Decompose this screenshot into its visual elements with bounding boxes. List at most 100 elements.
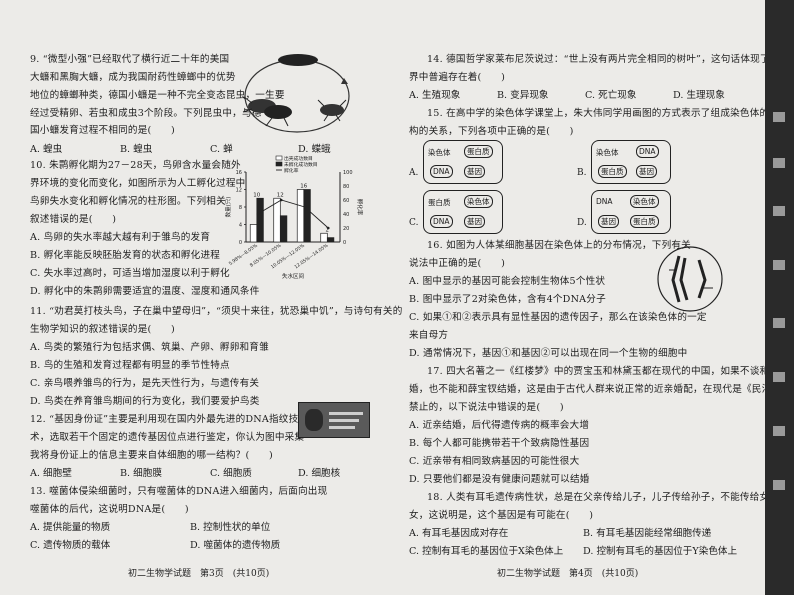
q10-line-3: 鸟卵失水变化和孵化情况的柱形图。下列相关 (30, 196, 226, 207)
q16-option-c: C. 如果①和②表示具有显性基因的遗传因子，那么在该染色体的一定 (409, 312, 707, 323)
q15-diagram-a: 染色体 蛋白质 DNA 基因 (423, 140, 503, 184)
line-point (303, 205, 307, 209)
q10-option-b: B. 孵化率能反映胚胎发育的状态和孵化进程 (30, 250, 221, 261)
q15-option-b-tag: B. (577, 168, 587, 178)
q11-line-1: 11. “劝君莫打枝头鸟，子在巢中望母归”，“须臾十来往，犹恐巢中饥”，与诗句有… (30, 306, 403, 317)
line-point (279, 198, 283, 202)
q15-d-item-3: 蛋白质 (630, 215, 659, 228)
y-axis-label: 数量(只) (224, 197, 232, 218)
q15-c-item-1: 染色体 (464, 195, 493, 208)
q12-option-c: C. 细胞质 (210, 468, 252, 479)
binding-mark (773, 206, 785, 216)
q18-line-2: 女，这说明是，这个基因是有可能在( ) (409, 510, 594, 521)
q15-a-outer-label: 染色体 (428, 148, 451, 157)
q9-line-1: 9. “微型小强”已经取代了横行近二十年的美国 (30, 54, 230, 65)
q17-line-1: 17. 四大名著之一《红楼梦》中的贾宝玉和林黛玉都在现代的中国，如果不谈和林黛玉… (427, 366, 794, 377)
q15-b-item-1: DNA (636, 145, 659, 158)
line-series (257, 199, 329, 229)
q15-diagram-d: DNA 染色体 基因 蛋白质 (591, 190, 671, 234)
y-tick-label: 8 (239, 205, 242, 211)
bar (303, 189, 311, 243)
q13-option-b: B. 控制性状的单位 (190, 522, 271, 533)
q15-line-1: 15. 在高中学的染色体学课堂上，朱大伟同学用画图的方式表示了组成染色体的各结 (427, 108, 789, 119)
q11-option-c: C. 亲鸟喂养雏鸟的行为，是先天性行为，与遗传有关 (30, 378, 260, 389)
q11-option-d: D. 鸟类在养育雏鸟期间的行为变化，我们要爱护鸟类 (30, 396, 260, 407)
binding-strip (765, 0, 794, 595)
q15-option-c-tag: C. (409, 218, 419, 228)
bar (249, 224, 258, 243)
q10-option-d: D. 孵化中的朱鹮卵需要适宜的温度、湿度和通风条件 (30, 286, 260, 297)
x-axis-label: 失水区间 (282, 272, 304, 280)
q18-option-b: B. 有耳毛基因能经常细胞传递 (583, 528, 712, 539)
q9-option-b: B. 蝗虫 (120, 144, 153, 155)
binding-mark (773, 372, 785, 382)
q12-line-2: 术，选取若干个固定的遗传基因位点进行鉴定，你认为图中采集 (30, 432, 305, 443)
left-page: 9. “微型小强”已经取代了横行近二十年的美国 大蠊和黑胸大蠊，成为我国耐药性蟑… (30, 54, 402, 579)
binding-mark (773, 426, 785, 436)
q17-option-a: A. 近亲结婚，后代得遗传病的概率会大增 (409, 420, 590, 431)
y2-tick-label: 100 (343, 170, 353, 176)
q16-option-d: D. 通常情况下，基因①和基因②可以出现在同一个生物的细胞中 (409, 348, 688, 359)
q15-d-item-1: 染色体 (630, 195, 659, 208)
q13-option-d: D. 噬菌体的遗传物质 (190, 540, 281, 551)
q14-line-2: 界中普遍存在着( ) (409, 72, 506, 83)
y2-axis-label: 孵化率 (356, 199, 364, 216)
q16-line-1: 16. 如图为人体某细胞基因在染色体上的分布情况，下列有关 (427, 240, 691, 251)
bar (326, 237, 335, 243)
q15-b-outer-label: 染色体 (596, 148, 619, 157)
data-label: 12 (277, 192, 284, 198)
bar (279, 215, 288, 243)
q15-line-2: 构的关系，下列各项中正确的是( ) (409, 126, 574, 137)
bar (320, 232, 328, 243)
q9-option-c: C. 蝉 (210, 144, 233, 155)
q16-chromosome-figure (657, 246, 723, 312)
binding-mark (773, 158, 785, 168)
right-page-footer: 初二生物学试题 第4页 (共10页) (497, 569, 639, 579)
y2-tick-label: 20 (343, 226, 349, 232)
q12-option-b: B. 细胞膜 (120, 468, 162, 479)
q15-d-item-2: 基因 (598, 215, 619, 228)
bar (273, 197, 281, 243)
q17-option-d: D. 只要他们都是没有健康问题就可以结婚 (409, 474, 590, 485)
y-tick-label: 0 (239, 240, 242, 246)
y2-tick-label: 40 (343, 212, 349, 218)
q13-option-a: A. 提供能量的物质 (30, 522, 111, 533)
q11-option-b: B. 鸟的生殖和发育过程都有明显的季节性特点 (30, 360, 230, 371)
y2-tick-label: 0 (343, 240, 346, 246)
right-page: 14. 德国哲学家莱布尼茨说过：“世上没有两片完全相同的树叶”，这句话体现了自然… (397, 0, 794, 595)
data-label: 10 (253, 192, 260, 198)
q14-option-b: B. 变异现象 (497, 90, 549, 101)
q14-line-1: 14. 德国哲学家莱布尼茨说过：“世上没有两片完全相同的树叶”，这句话体现了自然 (427, 54, 790, 65)
q9-option-d: D. 蝶蛾 (298, 144, 331, 155)
legend-label: 未孵化成功数目 (284, 161, 318, 168)
q18-line-1: 18. 人类有耳毛遗传病性状，总是在父亲传给儿子，儿子传给孙子，不能传给女儿和孙 (427, 492, 794, 503)
y2-tick-label: 80 (343, 184, 349, 190)
data-label: 2 (326, 227, 330, 233)
binding-mark (773, 112, 785, 122)
q10-line-4: 叙述错误的是( ) (30, 214, 117, 225)
data-label: 16 (300, 184, 307, 190)
q18-option-d: D. 控制有耳毛的基因位于Y染色体上 (583, 546, 738, 557)
q17-line-2: 婚，也不能和薛宝钗结婚，这是由于古代人群来说正常的近亲婚配，在现代是《民法典》所 (409, 384, 794, 395)
bar (256, 197, 264, 243)
q14-option-c: C. 死亡现象 (585, 90, 637, 101)
binding-mark (773, 480, 785, 490)
q15-a-item-3: 基因 (464, 165, 485, 178)
q13-option-c: C. 遗传物质的载体 (30, 540, 111, 551)
q16-line-2: 说法中正确的是( ) (409, 258, 506, 269)
q12-line-3: 我将身份证上的信息主要来自体细胞的哪一结构？( ) (30, 450, 273, 461)
q15-c-item-2: DNA (430, 215, 453, 228)
q16-option-c-cont: 来自母方 (409, 330, 449, 341)
y-tick-label: 4 (239, 223, 242, 229)
y-tick-label: 16 (236, 170, 242, 176)
q10-option-a: A. 鸟卵的失水率越大越有利于雏鸟的发育 (30, 232, 211, 243)
q18-option-c: C. 控制有耳毛的基因位于X染色体上 (409, 546, 564, 557)
id-card-photo (298, 402, 370, 438)
q10-option-c: C. 失水率过高时，可适当增加湿度以利于孵化 (30, 268, 230, 279)
legend-swatch (275, 161, 283, 167)
left-page-footer: 初二生物学试题 第3页 (共10页) (128, 569, 270, 579)
q15-diagram-b: 染色体 DNA 蛋白质 基因 (591, 140, 671, 184)
q15-d-outer-label: DNA (596, 197, 613, 206)
